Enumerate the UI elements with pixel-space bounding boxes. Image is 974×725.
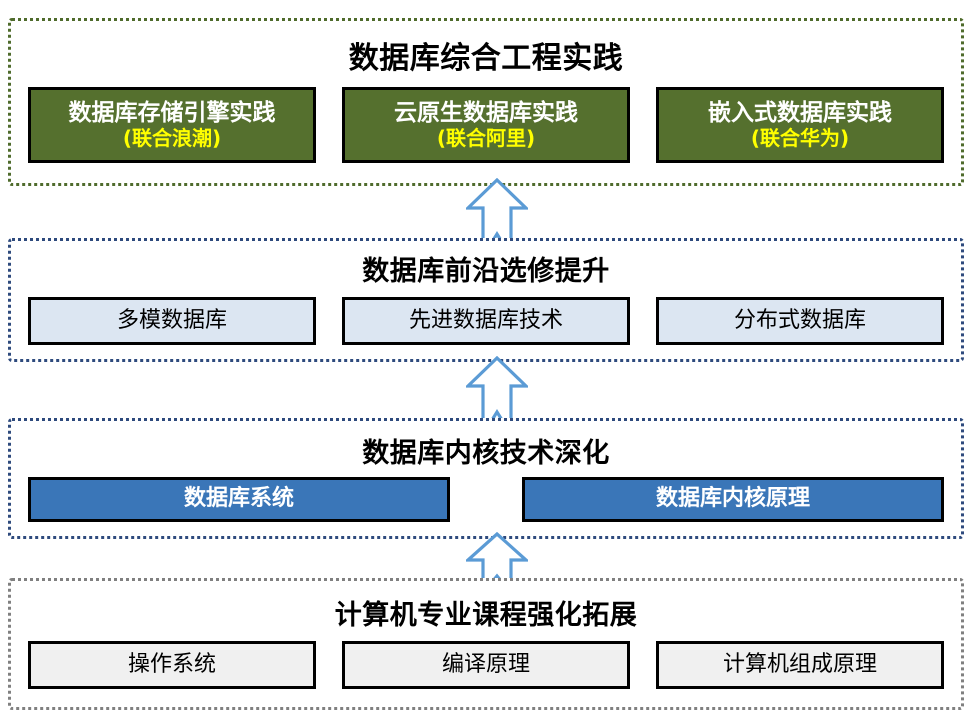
tier-kernel-title: 数据库内核技术深化 xyxy=(362,438,610,469)
course-box-distributed-db[interactable]: 分布式数据库 xyxy=(656,297,944,345)
tier-practice: 数据库综合工程实践 数据库存储引擎实践 (联合浪潮) 云原生数据库实践 (联合阿… xyxy=(8,18,964,186)
up-arrow-icon-elective-to-practice xyxy=(466,178,528,244)
up-arrow-icon-foundation-to-kernel xyxy=(466,532,528,584)
course-label-main: 操作系统 xyxy=(127,651,216,677)
course-box-multimodal-db[interactable]: 多模数据库 xyxy=(28,297,316,345)
tier-elective-course-row: 多模数据库 先进数据库技术 分布式数据库 xyxy=(28,297,944,345)
tier-practice-title: 数据库综合工程实践 xyxy=(348,41,624,76)
tier-elective: 数据库前沿选修提升 多模数据库 先进数据库技术 分布式数据库 xyxy=(8,238,964,362)
course-box-operating-system[interactable]: 操作系统 xyxy=(28,641,316,689)
course-label-main: 数据库系统 xyxy=(183,486,294,512)
course-box-advanced-db-tech[interactable]: 先进数据库技术 xyxy=(342,297,630,345)
course-label-partner: (联合阿里) xyxy=(436,125,536,150)
course-label-main: 编译原理 xyxy=(441,651,530,677)
course-box-computer-organization[interactable]: 计算机组成原理 xyxy=(656,641,944,689)
up-arrow-icon-kernel-to-elective xyxy=(466,356,528,422)
tier-foundation-title: 计算机专业课程强化拓展 xyxy=(334,600,638,631)
tier-elective-title: 数据库前沿选修提升 xyxy=(362,256,610,287)
tier-practice-course-row: 数据库存储引擎实践 (联合浪潮) 云原生数据库实践 (联合阿里) 嵌入式数据库实… xyxy=(28,87,944,163)
course-label-main: 嵌入式数据库实践 xyxy=(708,99,892,126)
course-label-main: 分布式数据库 xyxy=(733,307,866,333)
course-box-compiler-principles[interactable]: 编译原理 xyxy=(342,641,630,689)
tier-kernel-course-row: 数据库系统 数据库内核原理 xyxy=(28,477,944,522)
course-label-main: 多模数据库 xyxy=(116,307,227,333)
course-box-embedded-db-practice[interactable]: 嵌入式数据库实践 (联合华为) xyxy=(656,87,944,163)
course-box-db-kernel-principles[interactable]: 数据库内核原理 xyxy=(522,477,944,522)
tier-foundation: 计算机专业课程强化拓展 操作系统 编译原理 计算机组成原理 xyxy=(8,578,964,710)
course-box-database-system[interactable]: 数据库系统 xyxy=(28,477,450,522)
tier-kernel: 数据库内核技术深化 数据库系统 数据库内核原理 xyxy=(8,418,964,539)
course-label-main: 数据库存储引擎实践 xyxy=(68,99,276,126)
tier-foundation-course-row: 操作系统 编译原理 计算机组成原理 xyxy=(28,641,944,689)
course-box-storage-engine-practice[interactable]: 数据库存储引擎实践 (联合浪潮) xyxy=(28,87,316,163)
course-label-partner: (联合华为) xyxy=(750,125,850,150)
course-label-main: 云原生数据库实践 xyxy=(394,99,578,126)
course-label-main: 先进数据库技术 xyxy=(408,307,563,333)
course-label-main: 计算机组成原理 xyxy=(722,651,877,677)
course-box-cloud-native-db-practice[interactable]: 云原生数据库实践 (联合阿里) xyxy=(342,87,630,163)
course-label-main: 数据库内核原理 xyxy=(655,486,810,512)
course-label-partner: (联合浪潮) xyxy=(122,125,222,150)
